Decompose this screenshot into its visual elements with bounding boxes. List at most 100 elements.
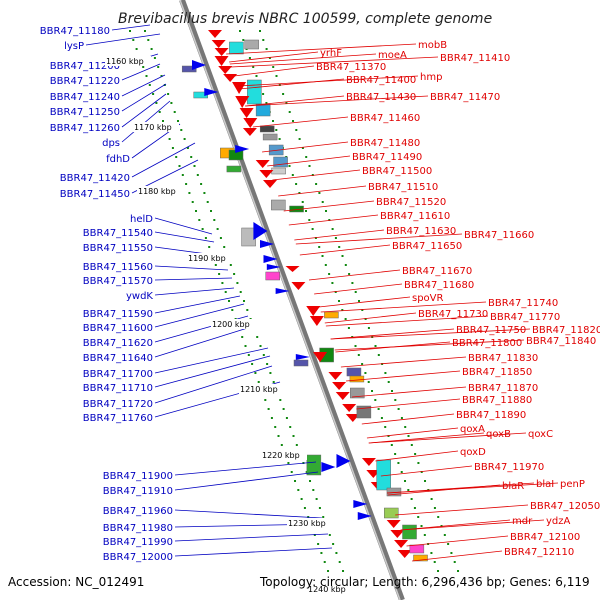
tick-dot [417,516,420,518]
left-gene-label: BBR47_11910 [103,486,173,497]
tick-dot [303,507,306,509]
tick-dot [338,561,341,563]
tick-dot [453,561,456,563]
scale-label: 1240 kbp [308,585,346,594]
tick-dot [318,246,321,248]
gene-block [259,125,275,133]
left-gene-label: BBR47_11760 [83,413,153,424]
tick-dot [243,300,246,302]
tick-dot [295,183,298,185]
right-gene-label: BBR47_11480 [350,138,420,149]
tick-dot [328,534,331,536]
left-leader-line [85,33,161,46]
tick-dot [430,498,433,500]
tick-dot [361,309,364,311]
gene-block [271,199,286,211]
right-gene-label: BBR47_11510 [368,182,438,193]
tick-dot [344,264,347,266]
tick-dot [155,102,158,104]
right-leader-line [234,65,315,77]
tick-dot [193,165,196,167]
right-leader-line [325,315,489,327]
right-leader-line [238,78,345,90]
tick-dot [132,39,135,41]
gene-block [244,39,259,50]
tick-dot [450,552,453,554]
right-leader-line [368,432,527,444]
right-leader-line [288,214,379,226]
tick-dot [334,237,337,239]
reverse-gene-arrow [328,372,343,380]
tick-dot [221,282,224,284]
tick-dot [280,444,283,446]
forward-gene-arrow [260,240,275,248]
right-leader-line [252,116,349,128]
scale-label-bg [287,518,333,528]
tick-dot [267,408,270,410]
tick-dot [367,327,370,329]
tick-dot [147,39,150,41]
tick-dot [216,228,219,230]
tick-dot [177,120,180,122]
tick-dot [301,147,304,149]
left-leader-line [154,365,273,404]
reverse-gene-arrow [309,316,324,326]
left-gene-label: BBR47_11600 [83,323,153,334]
tick-dot [252,66,255,68]
tick-dot [181,174,184,176]
reverse-gene-arrow [214,56,229,66]
tick-dot [400,471,403,473]
reverse-gene-arrow [243,118,258,128]
scale-label: 1160 kbp [106,57,144,66]
tick-dot [204,237,207,239]
tick-dot [397,408,400,410]
scale-label-bg [239,384,285,394]
tick-dot [219,237,222,239]
tick-dot [180,129,183,131]
scale-label: 1220 kbp [262,451,300,460]
right-leader-line [324,312,417,324]
right-leader-line [245,95,345,107]
left-gene-label: lysP [64,41,84,52]
tick-dot [457,570,460,572]
tick-dot [262,354,265,356]
right-gene-label: BBR47_11870 [468,383,538,394]
tick-dot [223,246,226,248]
gene-features [181,30,428,562]
tick-dot [259,30,262,32]
gene-block [306,454,322,476]
left-gene-label: BBR47_11550 [83,243,153,254]
tick-dot [417,462,420,464]
tick-dot [257,381,260,383]
right-gene-label: BBR47_11630 [386,226,456,237]
label-leader-lines [85,24,559,562]
tick-dot [420,525,423,527]
left-leader-line [121,74,166,97]
left-leader-line [174,509,323,519]
right-leader-line [368,432,485,444]
right-leader-line [330,328,455,340]
reverse-gene-arrow [232,82,247,94]
tick-dot [213,219,216,221]
reverse-gene-arrow [285,266,300,272]
tick-dot [173,111,176,113]
tick-dot [285,417,288,419]
gene-block [229,41,244,55]
left-leader-line [174,533,329,542]
scale-label: 1210 kbp [240,385,278,394]
forward-gene-arrow [353,500,368,508]
tick-dot [224,291,227,293]
tick-dot [282,408,285,410]
tick-dot [248,57,251,59]
tick-dot [270,417,273,419]
tick-dot [404,480,407,482]
tick-dot [364,372,367,374]
scale-label-bg [261,450,307,460]
gene-block [255,103,271,117]
tick-dot [274,426,277,428]
gene-block [262,133,278,141]
right-leader-line [340,356,467,368]
tick-dot [308,219,311,221]
tick-dot [251,363,254,365]
